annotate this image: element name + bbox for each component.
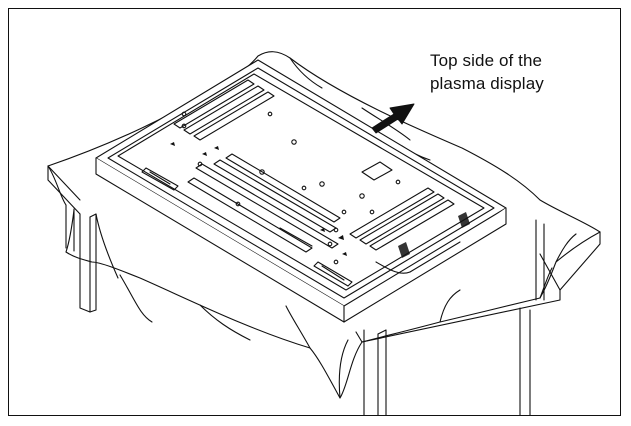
protective-cloth bbox=[47, 51, 601, 399]
plasma-panel bbox=[95, 59, 507, 323]
vent-marks bbox=[170, 142, 470, 258]
direction-arrow-icon bbox=[371, 103, 415, 134]
table-top bbox=[47, 165, 601, 343]
screw-holes bbox=[181, 111, 401, 265]
figure-frame bbox=[8, 8, 621, 416]
caption-line-1: Top side of the bbox=[430, 51, 543, 70]
table-legs bbox=[65, 204, 545, 416]
caption-line-2: plasma display bbox=[430, 74, 544, 93]
